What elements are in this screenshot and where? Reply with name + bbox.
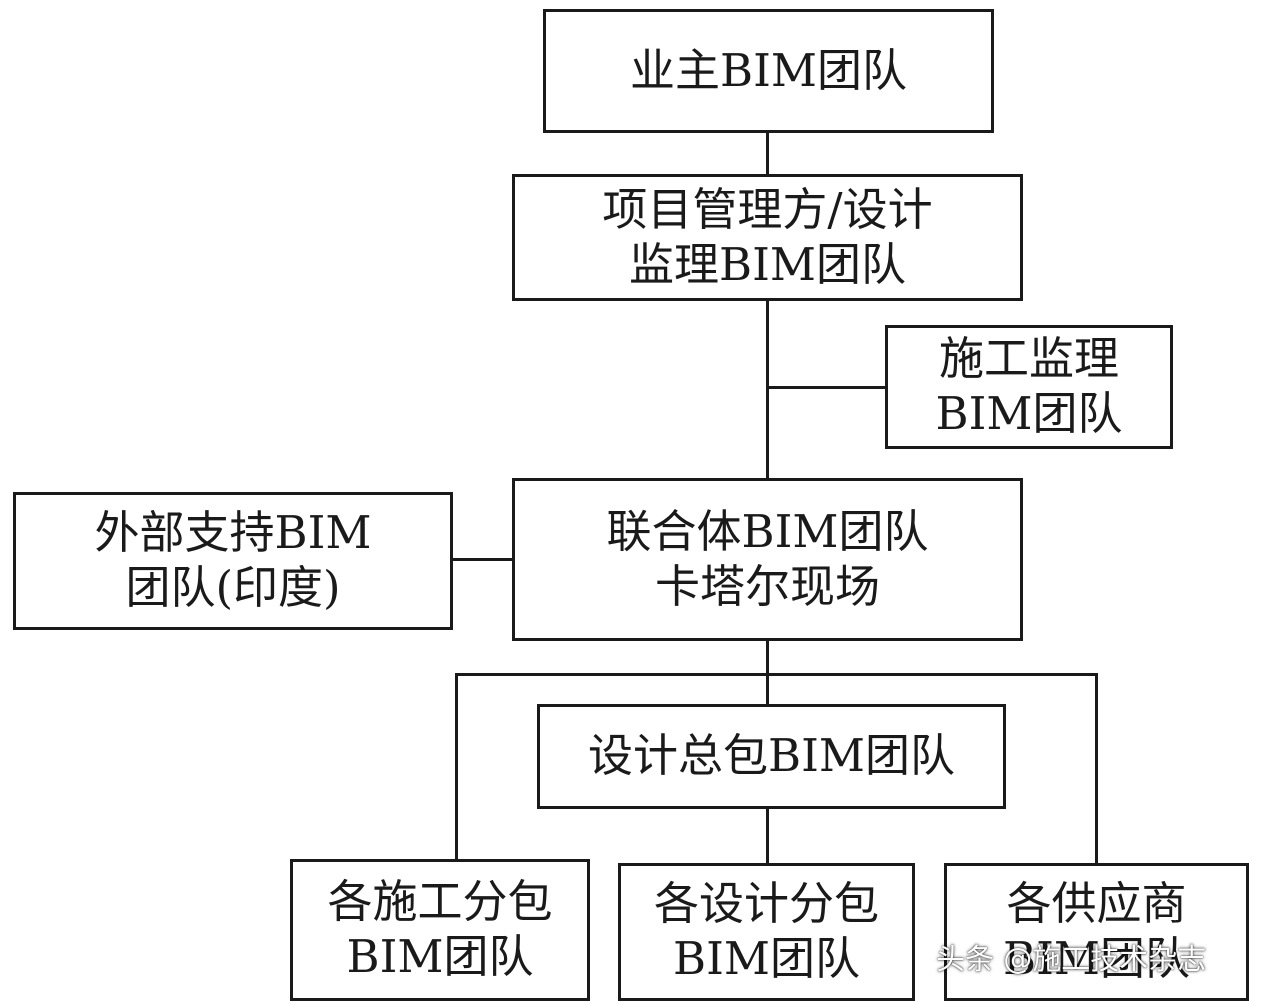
connector-right-drop	[1095, 673, 1098, 865]
external-support-label-line2: 团队(印度)	[125, 561, 341, 614]
connector-design-general-down	[766, 807, 769, 865]
construction-supervision-label-line1: 施工监理	[938, 332, 1119, 386]
consortium-label-line2: 卡塔尔现场	[654, 559, 880, 613]
connector-owner-to-pm	[766, 131, 769, 176]
connector-supervision-branch	[769, 386, 887, 389]
construction-subcontractors-node: 各施工分包 BIM团队	[290, 859, 590, 1001]
pm-design-label-line2: 监理BIM团队	[629, 237, 906, 291]
connector-top-bus	[455, 673, 1098, 676]
consortium-bim-team-node: 联合体BIM团队 卡塔尔现场	[512, 478, 1023, 641]
external-support-label-line1: 外部支持BIM	[94, 506, 372, 560]
watermark: 头条 @施工技术杂志	[936, 942, 1207, 976]
construction-supervision-node: 施工监理 BIM团队	[885, 325, 1173, 449]
design-general-contractor-node: 设计总包BIM团队	[537, 704, 1006, 809]
suppliers-node: 各供应商 BIM团队	[944, 863, 1249, 1001]
suppliers-label-line2: BIM团队	[1003, 932, 1190, 985]
owner-bim-team-label: 业主BIM团队	[630, 43, 907, 97]
connector-pm-to-consortium	[766, 299, 769, 480]
construction-supervision-label-line2: BIM团队	[935, 387, 1123, 440]
construction-subs-label-line2: BIM团队	[346, 930, 534, 983]
connector-consortium-down	[766, 639, 769, 706]
owner-bim-team-node: 业主BIM团队	[543, 9, 994, 133]
consortium-label-line1: 联合体BIM团队	[606, 504, 929, 558]
design-subcontractors-node: 各设计分包 BIM团队	[618, 863, 915, 1001]
connector-left-drop	[455, 673, 458, 861]
connector-external-branch	[451, 558, 513, 561]
pm-design-supervision-node: 项目管理方/设计 监理BIM团队	[512, 174, 1023, 301]
suppliers-label-line1: 各供应商	[1006, 877, 1187, 931]
design-general-label: 设计总包BIM团队	[588, 729, 955, 783]
construction-subs-label-line1: 各施工分包	[327, 875, 553, 929]
design-subs-label-line1: 各设计分包	[653, 877, 879, 931]
pm-design-label-line1: 项目管理方/设计	[602, 182, 933, 236]
design-subs-label-line2: BIM团队	[673, 932, 860, 985]
external-support-node: 外部支持BIM 团队(印度)	[13, 492, 453, 630]
